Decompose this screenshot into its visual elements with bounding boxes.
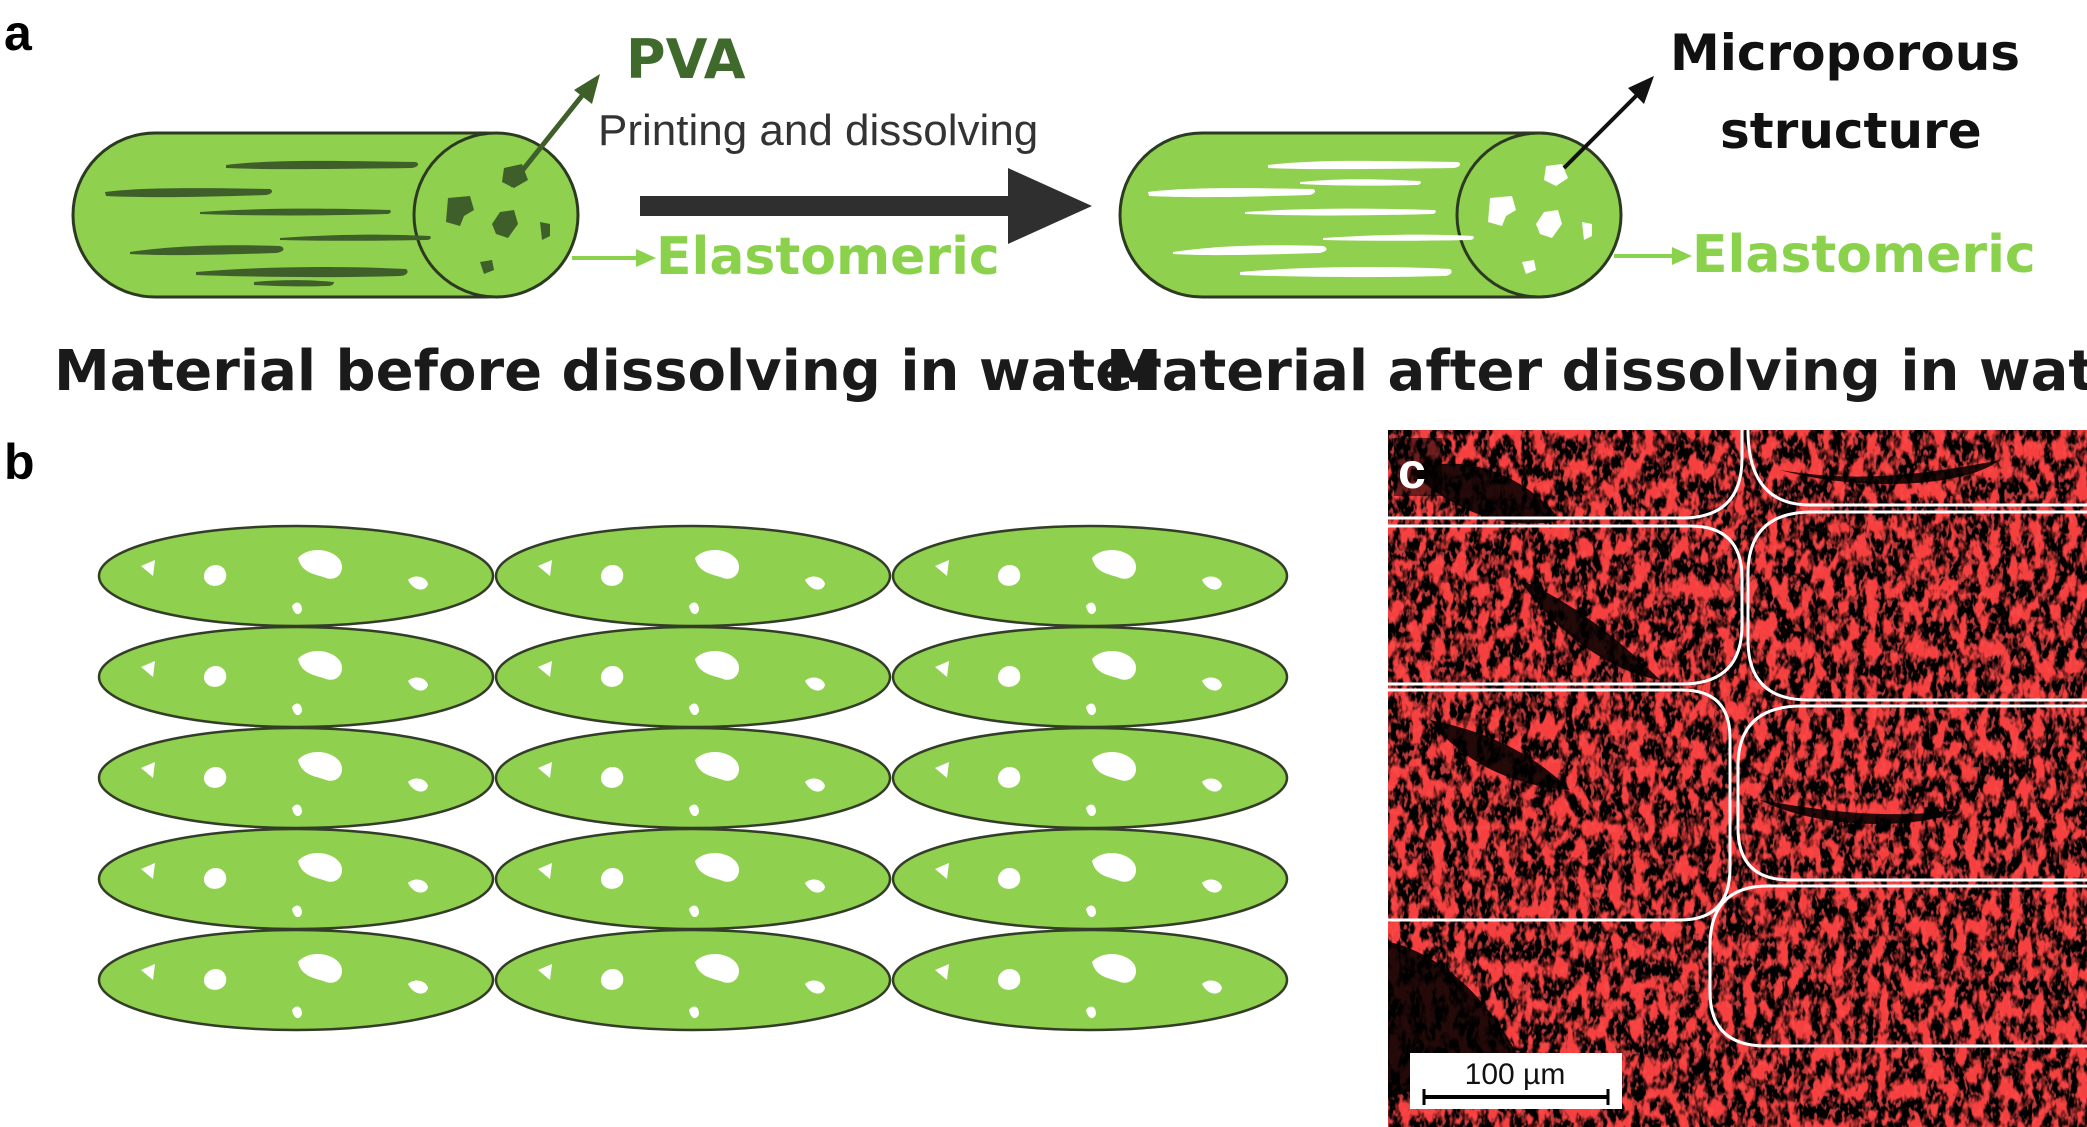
pva-pointer-arrow xyxy=(508,74,600,188)
elastomeric-pointer-arrow-after xyxy=(1614,247,1692,265)
ellipse-cell xyxy=(494,524,892,628)
pva-particles xyxy=(446,164,550,274)
ellipse-cell xyxy=(97,524,495,628)
ellipse-cell xyxy=(494,928,892,1032)
panel-letter-a: a xyxy=(4,5,32,61)
process-arrow xyxy=(640,168,1092,244)
ellipse-cell xyxy=(97,827,495,931)
panel-letter-b: b xyxy=(4,434,35,490)
microporous-label-line1: Microporous xyxy=(1670,24,2020,82)
pva-label: PVA xyxy=(626,28,746,91)
microporous-label-line2: structure xyxy=(1720,102,1982,160)
filament-outlines xyxy=(1388,430,2087,1048)
elastomeric-pointer-arrow-before xyxy=(572,249,656,267)
microporous-pointer-arrow xyxy=(1562,76,1654,170)
ellipse-grid xyxy=(97,524,1289,1032)
scale-bar: 100 µm xyxy=(1410,1053,1622,1109)
caption-before: Material before dissolving in water xyxy=(54,339,1161,404)
ellipse-cell xyxy=(494,726,892,830)
ellipse-cell xyxy=(494,625,892,729)
elastomeric-label-before: Elastomeric xyxy=(656,227,1000,287)
ellipse-cell xyxy=(97,625,495,729)
elastomeric-label-after: Elastomeric xyxy=(1692,225,2036,285)
ellipse-cell xyxy=(494,827,892,931)
process-label: Printing and dissolving xyxy=(598,106,1038,155)
caption-after: Material after dissolving in water xyxy=(1106,339,2087,404)
micropores xyxy=(1488,164,1592,274)
ellipse-cell xyxy=(891,726,1289,830)
dissolved-channels xyxy=(1148,160,1474,278)
micrograph: c 100 µm xyxy=(1388,430,2087,1127)
panel-letter-c: c xyxy=(1398,443,1426,499)
ellipse-cell xyxy=(97,928,495,1032)
ellipse-cell xyxy=(891,625,1289,729)
ellipse-cell xyxy=(97,726,495,830)
scale-bar-label: 100 µm xyxy=(1465,1058,1566,1091)
cylinder-after xyxy=(1118,131,1623,299)
pva-fibers xyxy=(105,160,431,287)
ellipse-cell xyxy=(891,827,1289,931)
cylinder-before xyxy=(71,131,580,299)
ellipse-cell xyxy=(891,524,1289,628)
ellipse-cell xyxy=(891,928,1289,1032)
